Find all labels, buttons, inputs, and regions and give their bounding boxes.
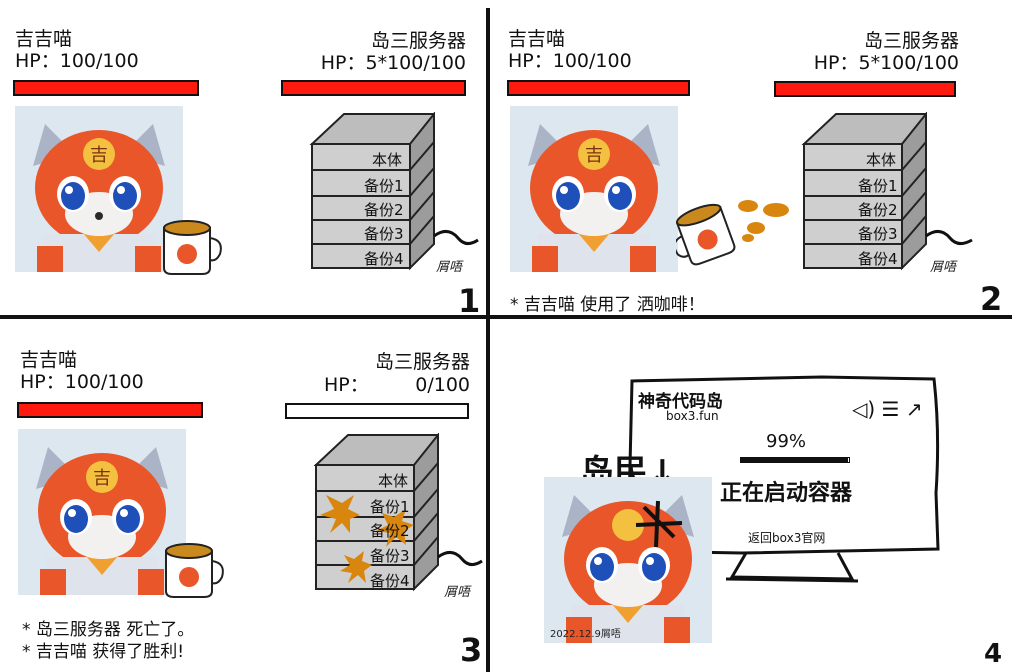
player-name: 吉吉喵 (20, 349, 78, 371)
server-row-backup3: 备份3 (858, 225, 898, 243)
panel-3: 吉吉喵 HP：100/100 岛三服务器 HP： 0/100 吉 (0, 319, 486, 672)
server-row-backup1: 备份1 (364, 177, 404, 195)
signature: 屑唔 (930, 260, 957, 275)
server-row-backup2: 备份2 (364, 201, 404, 219)
server-stack (309, 112, 479, 271)
progress-bar-track (740, 457, 850, 463)
vertical-divider (486, 8, 490, 672)
enemy-hp: HP：5*100/100 (813, 52, 959, 74)
enemy-hp-label: HP： (324, 374, 369, 396)
battle-message: * 吉吉喵 使用了 洒咖啡！ (510, 295, 705, 315)
server-row-backup2: 备份2 (370, 522, 410, 540)
player-hp: HP：100/100 (508, 50, 632, 72)
panel-number: 3 (460, 631, 483, 669)
server-row-backup3: 备份3 (370, 547, 410, 565)
coffee-mug-icon (165, 543, 224, 598)
server-row-main: 本体 (378, 472, 409, 490)
enemy-hp-bar-empty (285, 403, 469, 419)
svg-text:吉: 吉 (90, 145, 108, 166)
server-stack-damaged (313, 433, 483, 592)
server-row-backup4: 备份4 (858, 250, 898, 268)
server-stack (801, 112, 973, 271)
server-row-main: 本体 (866, 151, 897, 169)
signature: 屑唔 (444, 585, 471, 600)
server-row-backup1: 备份1 (858, 177, 898, 195)
svg-text:吉: 吉 (93, 468, 111, 489)
enemy-hp-bar (774, 81, 956, 97)
cat-character-portrait: 吉 (15, 106, 183, 272)
server-row-main: 本体 (372, 151, 403, 169)
panel-1: 吉吉喵 HP：100/100 岛三服务器 HP：5*100/100 吉 (0, 0, 486, 320)
monitor-logo: 神奇代码岛 (638, 392, 723, 412)
cat-character-portrait: 吉 (18, 429, 186, 595)
enemy-name: 岛三服务器 (863, 30, 959, 52)
panel-2: 吉吉喵 HP：100/100 岛三服务器 HP：5*100/100 吉 (490, 0, 1012, 318)
player-hp: HP：100/100 (20, 371, 144, 393)
server-row-backup2: 备份2 (858, 201, 898, 219)
player-hp-bar (507, 80, 690, 96)
server-row-backup4: 备份4 (370, 572, 410, 590)
progress-text: 99% (766, 431, 807, 452)
status-text: 正在启动容器 (720, 481, 853, 506)
player-hp: HP：100/100 (15, 50, 139, 72)
svg-text:吉: 吉 (585, 145, 603, 166)
player-hp-bar (13, 80, 199, 96)
server-row-backup4: 备份4 (364, 250, 404, 268)
player-name: 吉吉喵 (508, 28, 566, 50)
panel-number: 1 (458, 282, 481, 320)
horizontal-divider (0, 315, 1012, 319)
footer-link: 返回box3官网 (748, 531, 826, 545)
progress-bar-fill (741, 458, 848, 462)
player-name: 吉吉喵 (15, 28, 73, 50)
panel-number: 4 (984, 639, 1003, 669)
cat-character-portrait (544, 477, 712, 643)
monitor-url: box3.fun (666, 409, 719, 423)
enemy-hp-bar (281, 80, 466, 96)
date-signature: 2022.12.9屑唔 (550, 629, 621, 640)
enemy-hp-value: 0/100 (415, 374, 470, 396)
server-row-backup1: 备份1 (370, 498, 410, 516)
battle-message-line1: * 岛三服务器 死亡了。 (22, 620, 195, 640)
server-row-backup3: 备份3 (364, 225, 404, 243)
enemy-name: 岛三服务器 (370, 30, 466, 52)
coffee-mug-icon (163, 220, 222, 275)
panel-number: 2 (980, 280, 1003, 318)
signature: 屑唔 (436, 260, 463, 275)
player-hp-bar (17, 402, 203, 418)
coffee-splash-icon (676, 200, 789, 266)
monitor-icons: ◁) ☰ ↗ (852, 397, 923, 421)
enemy-name: 岛三服务器 (374, 351, 470, 373)
battle-message-line2: * 吉吉喵 获得了胜利! (22, 642, 185, 662)
server-row-separators (312, 141, 435, 245)
enemy-hp: HP：5*100/100 (320, 52, 466, 74)
cat-character-portrait: 吉 (510, 106, 678, 272)
panel-4: 神奇代码岛 box3.fun ◁) ☰ ↗ 99% 正在启动容器 返回box3官… (490, 319, 1012, 672)
